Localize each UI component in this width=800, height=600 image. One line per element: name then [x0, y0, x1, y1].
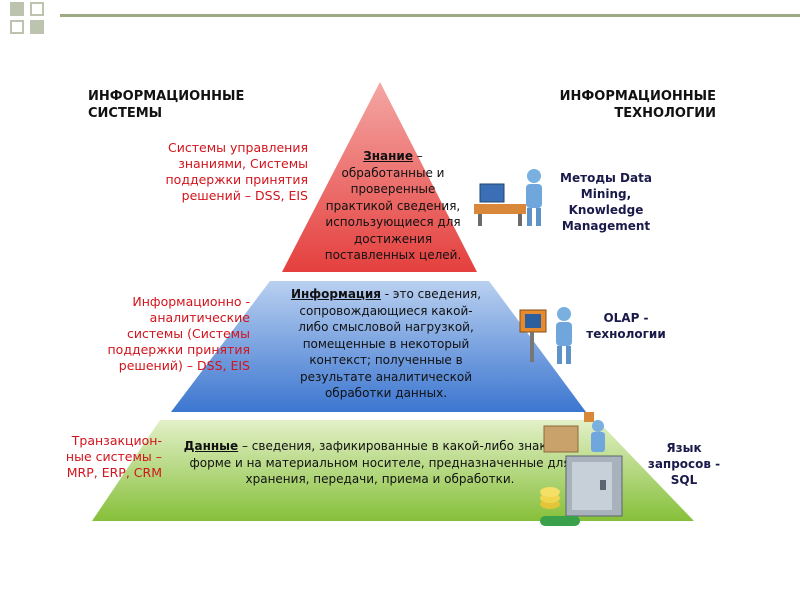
information-term: Информация [290, 287, 381, 301]
information-definition: - это сведения, сопровождающиеся какой-л… [298, 287, 482, 400]
knowledge-term: Знание [363, 149, 413, 163]
corner-decoration [0, 0, 800, 50]
label-analytic-systems: Информационно - аналитические системы (С… [107, 294, 251, 373]
knowledge-definition: – обработанные и проверенные практикой с… [324, 149, 462, 262]
server-worker-icon [540, 412, 623, 526]
header-systems: ИНФОРМАЦИОННЫЕ СИСТЕМЫ [88, 89, 245, 121]
knowledge-text: Знание – обработанные и проверенные прак… [318, 148, 468, 264]
information-tier [171, 281, 586, 412]
header-technologies: ИНФОРМАЦИОННЫЕ ТЕХНОЛОГИИ [559, 89, 716, 121]
label-transaction-systems: Транзакцион-ные системы – MRP, ERP, CRM [65, 433, 162, 480]
label-sql: Язык запросов - SQL [647, 441, 721, 487]
information-text: Информация - это сведения, сопровождающи… [286, 286, 486, 402]
data-definition: – сведения, зафикированные в какой-либо … [189, 439, 577, 486]
analyst-figure-icon [474, 169, 542, 226]
data-text: Данные – сведения, зафикированные в како… [170, 438, 590, 488]
label-knowledge-systems: Системы управления знаниями, Системы под… [165, 140, 309, 203]
label-olap: OLAP - технологии [586, 311, 666, 341]
knowledge-tier [282, 82, 477, 272]
olap-figure-icon [519, 307, 572, 364]
label-data-mining: Методы Data Mining, Knowledge Management [560, 171, 652, 233]
data-term: Данные [183, 439, 239, 453]
